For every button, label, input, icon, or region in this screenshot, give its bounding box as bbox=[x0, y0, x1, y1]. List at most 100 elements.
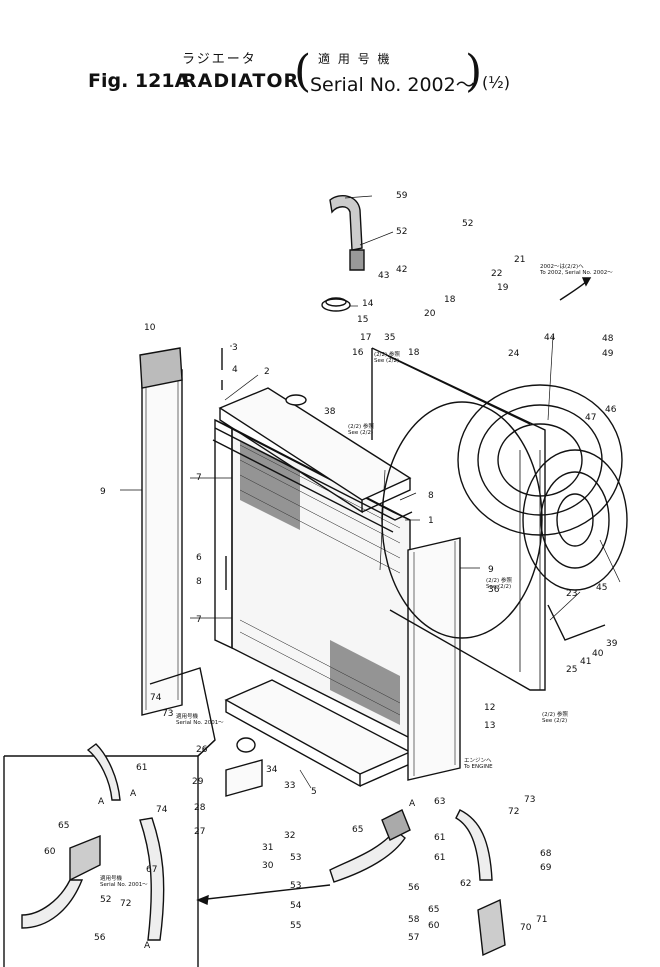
callout: 59 bbox=[396, 191, 408, 201]
callout: 62 bbox=[460, 879, 471, 889]
callout: 17 bbox=[360, 333, 371, 343]
callout: 39 bbox=[606, 639, 618, 649]
right-parenthesis: ) bbox=[465, 46, 483, 97]
callout: 16 bbox=[352, 348, 364, 358]
callout: A bbox=[144, 941, 151, 951]
hose-clamps bbox=[349, 249, 365, 271]
pipe-60 bbox=[69, 834, 101, 882]
note-text: (2/2) 参照 bbox=[374, 350, 400, 358]
note-text: See (2/2) bbox=[374, 358, 399, 364]
pipe-60-lower bbox=[477, 898, 506, 957]
callout: 53 bbox=[290, 853, 301, 863]
figure-number: Fig. 121A bbox=[88, 70, 190, 92]
callout: 65 bbox=[428, 905, 439, 915]
callout: 40 bbox=[592, 649, 604, 659]
reference-notes: (2/2) 参照 See (2/2) (2/2) 参照 See (2/2) (2… bbox=[100, 263, 613, 888]
right-side-plate bbox=[407, 537, 461, 781]
callout: 24 bbox=[508, 349, 520, 359]
callout: 26 bbox=[196, 745, 208, 755]
drawing-parts bbox=[3, 194, 628, 967]
mounting-bracket bbox=[225, 759, 263, 797]
callout: 9 bbox=[100, 487, 106, 497]
callout: 18 bbox=[444, 295, 456, 305]
callout: 29 bbox=[192, 777, 204, 787]
left-side-plate bbox=[141, 369, 183, 716]
callout: 61 bbox=[434, 853, 445, 863]
left-parenthesis: ( bbox=[294, 46, 312, 97]
callout: 10 bbox=[144, 323, 156, 333]
callout: 56 bbox=[408, 883, 420, 893]
callout-labels: 59 52 52 21 22 42 43 19 18 14 20 15 17 3… bbox=[44, 191, 618, 951]
note-text: 適用号機 bbox=[100, 874, 123, 882]
callout: 74 bbox=[156, 805, 168, 815]
callout: 54 bbox=[290, 901, 302, 911]
callout: 28 bbox=[194, 803, 206, 813]
callout: 38 bbox=[324, 407, 336, 417]
callout: 49 bbox=[602, 349, 614, 359]
callout: 43 bbox=[378, 271, 389, 281]
callout: 52 bbox=[100, 895, 111, 905]
note-text: To 2002, Serial No. 2002～ bbox=[539, 270, 613, 276]
callout: 33 bbox=[284, 781, 295, 791]
radiator-cap bbox=[321, 298, 351, 312]
callout: 13 bbox=[484, 721, 495, 731]
english-title: RADIATOR bbox=[182, 70, 300, 92]
hose-72 bbox=[139, 817, 165, 941]
callout: 18 bbox=[408, 348, 420, 358]
note-text: 適用号機 bbox=[176, 712, 199, 720]
leader-lines bbox=[120, 195, 621, 789]
note-text: Serial No. 2001～ bbox=[176, 720, 224, 726]
callout: 52 bbox=[396, 227, 407, 237]
callout: 63 bbox=[434, 797, 445, 807]
callout: 60 bbox=[44, 847, 56, 857]
note-text: (2/2) 参照 bbox=[486, 576, 512, 584]
inlet-elbow bbox=[86, 743, 121, 801]
callout: 55 bbox=[290, 921, 301, 931]
callout: 20 bbox=[424, 309, 436, 319]
callout: 27 bbox=[194, 827, 205, 837]
callout: 21 bbox=[514, 255, 525, 265]
callout: 32 bbox=[284, 831, 295, 841]
callout: 8 bbox=[428, 491, 434, 501]
callout: 65 bbox=[58, 821, 69, 831]
callout: 14 bbox=[362, 299, 374, 309]
callout: 19 bbox=[497, 283, 509, 293]
reference-arrow bbox=[559, 279, 589, 301]
note-text: See (2/2) bbox=[348, 430, 373, 436]
bracket bbox=[547, 604, 606, 641]
callout: 25 bbox=[566, 665, 577, 675]
note-text: (2/2) 参照 bbox=[348, 422, 374, 430]
callout: 7 bbox=[196, 473, 202, 483]
callout: 42 bbox=[396, 265, 407, 275]
callout: A bbox=[130, 789, 137, 799]
note-text: (2/2) 参照 bbox=[542, 710, 568, 718]
callout: 68 bbox=[540, 849, 552, 859]
core-left-side bbox=[214, 418, 233, 650]
shroud-opening bbox=[381, 401, 543, 639]
upper-hose bbox=[329, 194, 363, 251]
fan-guard bbox=[457, 384, 623, 536]
callout: 7 bbox=[196, 615, 202, 625]
callout: 34 bbox=[266, 765, 278, 775]
gasket bbox=[212, 427, 413, 533]
note-text: See (2/2) bbox=[486, 584, 511, 590]
spacer-stack bbox=[139, 347, 183, 389]
lower-pipe-53 bbox=[329, 829, 406, 883]
callout: 9 bbox=[488, 565, 494, 575]
rubber-mount bbox=[236, 737, 256, 753]
callout: 73 bbox=[162, 709, 173, 719]
pipe-joint-65 bbox=[381, 809, 411, 841]
callout: 60 bbox=[428, 921, 440, 931]
callout: 35 bbox=[384, 333, 395, 343]
callout: 30 bbox=[262, 861, 274, 871]
callout: 31 bbox=[262, 843, 273, 853]
callout: 1 bbox=[428, 516, 434, 526]
callout: 72 bbox=[508, 807, 519, 817]
callout: 3 bbox=[232, 343, 238, 353]
note-text: エンジンへ bbox=[464, 757, 492, 764]
callout: 8 bbox=[196, 577, 202, 587]
note-text: See (2/2) bbox=[542, 718, 567, 724]
callout: 56 bbox=[94, 933, 106, 943]
